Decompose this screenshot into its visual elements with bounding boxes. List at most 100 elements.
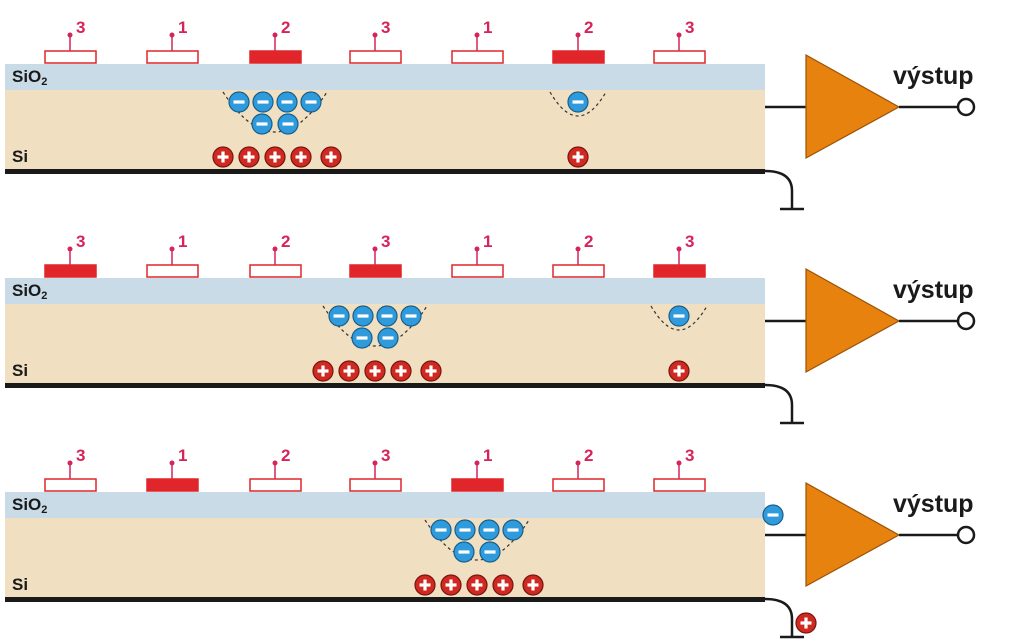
electrode-contact — [372, 246, 378, 252]
phase-number: 3 — [685, 446, 694, 465]
phase-number: 1 — [483, 446, 492, 465]
electrode-contact — [575, 246, 581, 252]
electron — [454, 519, 476, 541]
oxide-layer — [5, 278, 765, 304]
electron — [377, 327, 399, 349]
electrode-2: 1 — [146, 232, 199, 278]
phase-number: 1 — [178, 446, 187, 465]
electrode-inactive — [249, 264, 302, 278]
phase-number: 3 — [381, 232, 390, 251]
electron — [567, 91, 589, 113]
electrode-contact — [169, 246, 175, 252]
phase-number: 2 — [281, 18, 290, 37]
electrode-inactive — [451, 50, 504, 64]
hole — [364, 360, 386, 382]
amplifier-triangle — [805, 267, 901, 374]
phase-number: 3 — [685, 18, 694, 37]
silicon-label: Si — [12, 147, 28, 166]
output-label: výstup — [893, 62, 974, 90]
electrode-6: 2 — [552, 18, 605, 64]
plus-sign-v — [247, 151, 251, 163]
electron — [668, 305, 690, 327]
output-terminal — [956, 525, 976, 545]
electrode-4: 3 — [349, 446, 402, 492]
minus-sign — [281, 100, 293, 104]
oxide-label-text: SiO — [12, 67, 41, 86]
potential-well — [650, 305, 708, 331]
minus-sign — [282, 122, 294, 126]
output-terminal — [956, 311, 976, 331]
electron — [252, 91, 274, 113]
electrode-6: 2 — [552, 446, 605, 492]
oxide-label-subscript: 2 — [41, 290, 47, 302]
minus-sign — [405, 314, 417, 318]
plus-sign-v — [423, 579, 427, 591]
electrode-5: 1 — [451, 446, 504, 492]
electrode-contact — [272, 246, 278, 252]
hole — [414, 574, 436, 596]
silicon-layer — [5, 518, 765, 599]
plus-sign-v — [299, 151, 303, 163]
oxide-label: SiO2 — [12, 67, 47, 88]
ground-wire — [764, 383, 794, 423]
minus-sign — [458, 550, 470, 554]
ground-wire — [764, 597, 794, 637]
hole — [338, 360, 360, 382]
electron — [276, 91, 298, 113]
electron — [251, 113, 273, 135]
plus-sign-v — [531, 579, 535, 591]
minus-sign — [233, 100, 245, 104]
electron — [453, 541, 475, 563]
plus-sign-v — [677, 365, 681, 377]
electrode-inactive — [44, 50, 97, 64]
electrode-contact — [372, 460, 378, 466]
electrode-contact — [272, 460, 278, 466]
minus-sign — [333, 314, 345, 318]
electron — [351, 327, 373, 349]
electron — [277, 113, 299, 135]
electrode-1: 3 — [44, 18, 97, 64]
hole — [420, 360, 442, 382]
electron — [228, 91, 250, 113]
phase-number: 2 — [584, 446, 593, 465]
hole — [567, 146, 589, 168]
substrate-line — [5, 383, 765, 388]
electrode-active — [451, 478, 504, 492]
electrode-3: 2 — [249, 446, 302, 492]
electrode-inactive — [653, 478, 706, 492]
electrode-inactive — [653, 50, 706, 64]
electrode-contact — [474, 460, 480, 466]
electron — [300, 91, 322, 113]
electrode-1: 3 — [44, 446, 97, 492]
phase-number: 1 — [178, 232, 187, 251]
electrode-contact — [575, 32, 581, 38]
phase-number: 3 — [76, 446, 85, 465]
electron — [430, 519, 452, 541]
amplifier-triangle — [805, 53, 901, 160]
electrode-7: 3 — [653, 18, 706, 64]
electrode-inactive — [146, 264, 199, 278]
oxide-label-subscript: 2 — [41, 76, 47, 88]
amplifier-triangle — [805, 481, 901, 588]
output-label: výstup — [893, 490, 974, 518]
hole — [290, 146, 312, 168]
minus-sign — [357, 314, 369, 318]
electrode-contact — [67, 246, 73, 252]
plus-sign-v — [804, 617, 808, 629]
plus-sign-v — [475, 579, 479, 591]
minus-sign — [435, 528, 447, 532]
minus-sign — [381, 314, 393, 318]
electrode-5: 1 — [451, 18, 504, 64]
output-label: výstup — [893, 276, 974, 304]
electrode-contact — [272, 32, 278, 38]
hole — [264, 146, 286, 168]
phase-number: 3 — [76, 18, 85, 37]
minus-sign — [257, 100, 269, 104]
electrode-6: 2 — [552, 232, 605, 278]
electron — [762, 504, 784, 526]
electrode-contact — [169, 460, 175, 466]
silicon-layer — [5, 90, 765, 171]
minus-sign — [459, 528, 471, 532]
